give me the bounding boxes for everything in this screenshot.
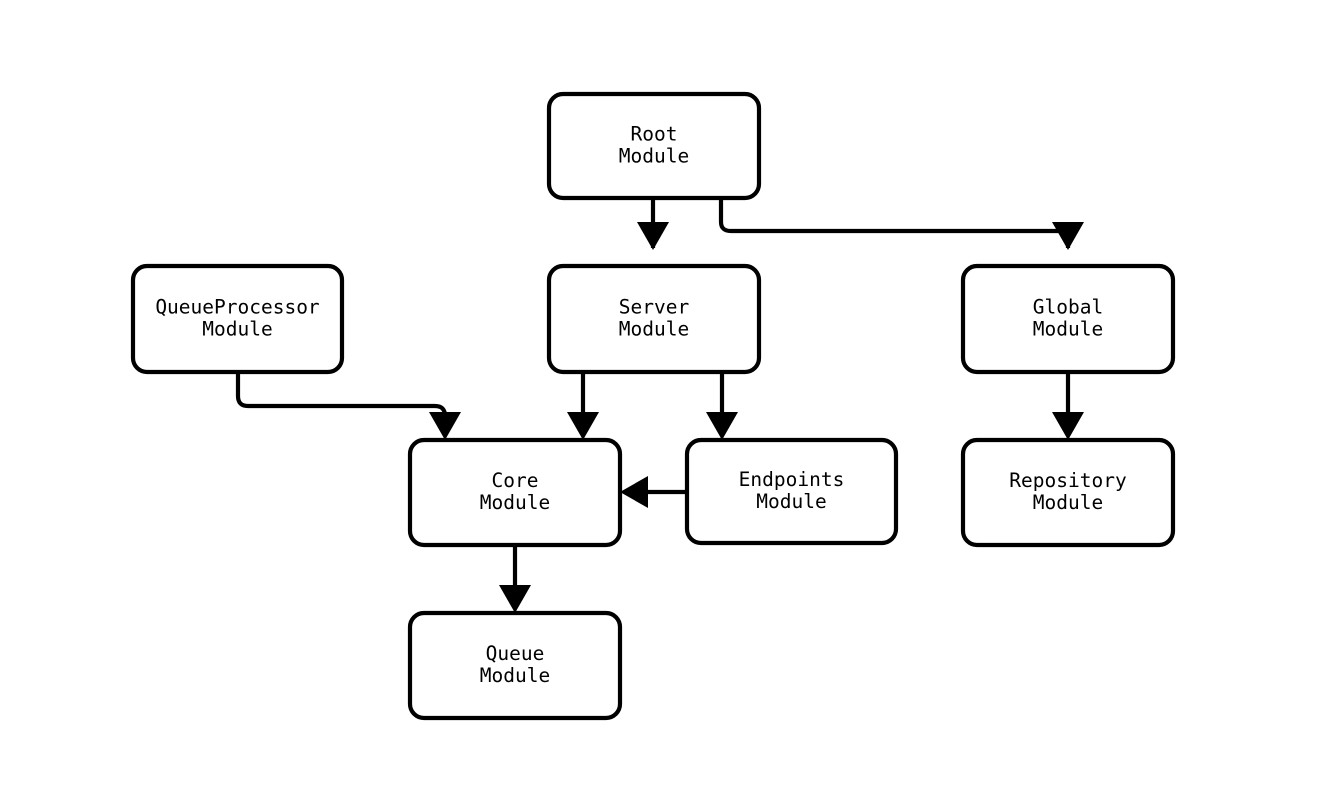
node-core-module-label-line2: Module [480,491,550,514]
node-queueprocessor-module-label-line2: Module [202,318,272,341]
node-core-module[interactable]: Core Module [407,437,623,548]
node-server-module-label-line2: Module [619,318,689,341]
arrowhead-root-to-server [637,222,669,250]
node-server-module-label-line1: Server [619,296,689,319]
node-queue-module[interactable]: Queue Module [407,610,623,721]
node-root-module[interactable]: Root Module [546,91,762,201]
node-root-module-label-line2: Module [619,145,689,168]
node-repository-module[interactable]: Repository Module [960,437,1176,548]
node-core-module-box[interactable] [407,437,623,548]
node-global-module[interactable]: Global Module [960,263,1176,375]
node-endpoints-module-label-line2: Module [756,490,826,513]
node-endpoints-module[interactable]: Endpoints Module [684,437,899,546]
node-queue-module-label-line1: Queue [486,642,545,665]
node-global-module-label-line2: Module [1033,318,1103,341]
node-global-module-box[interactable] [960,263,1176,375]
node-queueprocessor-module[interactable]: QueueProcessor Module [130,263,345,375]
edge-layer [235,198,1071,595]
node-endpoints-module-box[interactable] [684,437,899,546]
arrowhead-root-to-global [1052,222,1084,250]
node-repository-module-box[interactable] [960,437,1176,548]
node-core-module-label-line1: Core [492,469,539,492]
arrowhead-server-to-core [567,412,599,440]
arrowhead-layer [429,222,1084,613]
node-global-module-label-line1: Global [1033,296,1103,319]
node-queue-module-box[interactable] [407,610,623,721]
arrowhead-queueprocessor-to-core [429,412,461,440]
node-endpoints-module-label-line1: Endpoints [739,468,845,491]
node-queueprocessor-module-label-line1: QueueProcessor [155,296,319,319]
arrowhead-core-to-queue [499,585,531,613]
node-server-module[interactable]: Server Module [546,263,762,375]
node-root-module-label-line1: Root [631,123,678,146]
node-repository-module-label-line2: Module [1033,491,1103,514]
arrowhead-server-to-endpoints [706,412,738,440]
node-root-module-box[interactable] [546,91,762,201]
node-repository-module-label-line1: Repository [1009,469,1126,492]
node-server-module-box[interactable] [546,263,762,375]
node-layer: Root Module QueueProcessor Module Server… [130,91,1176,721]
arrowhead-global-to-repository [1052,412,1084,440]
arrowhead-endpoints-to-core [620,476,648,508]
edge-queueprocessor-to-core [235,372,448,422]
node-queue-module-label-line2: Module [480,664,550,687]
edge-root-to-global [718,198,1071,248]
node-queueprocessor-module-box[interactable] [130,263,345,375]
